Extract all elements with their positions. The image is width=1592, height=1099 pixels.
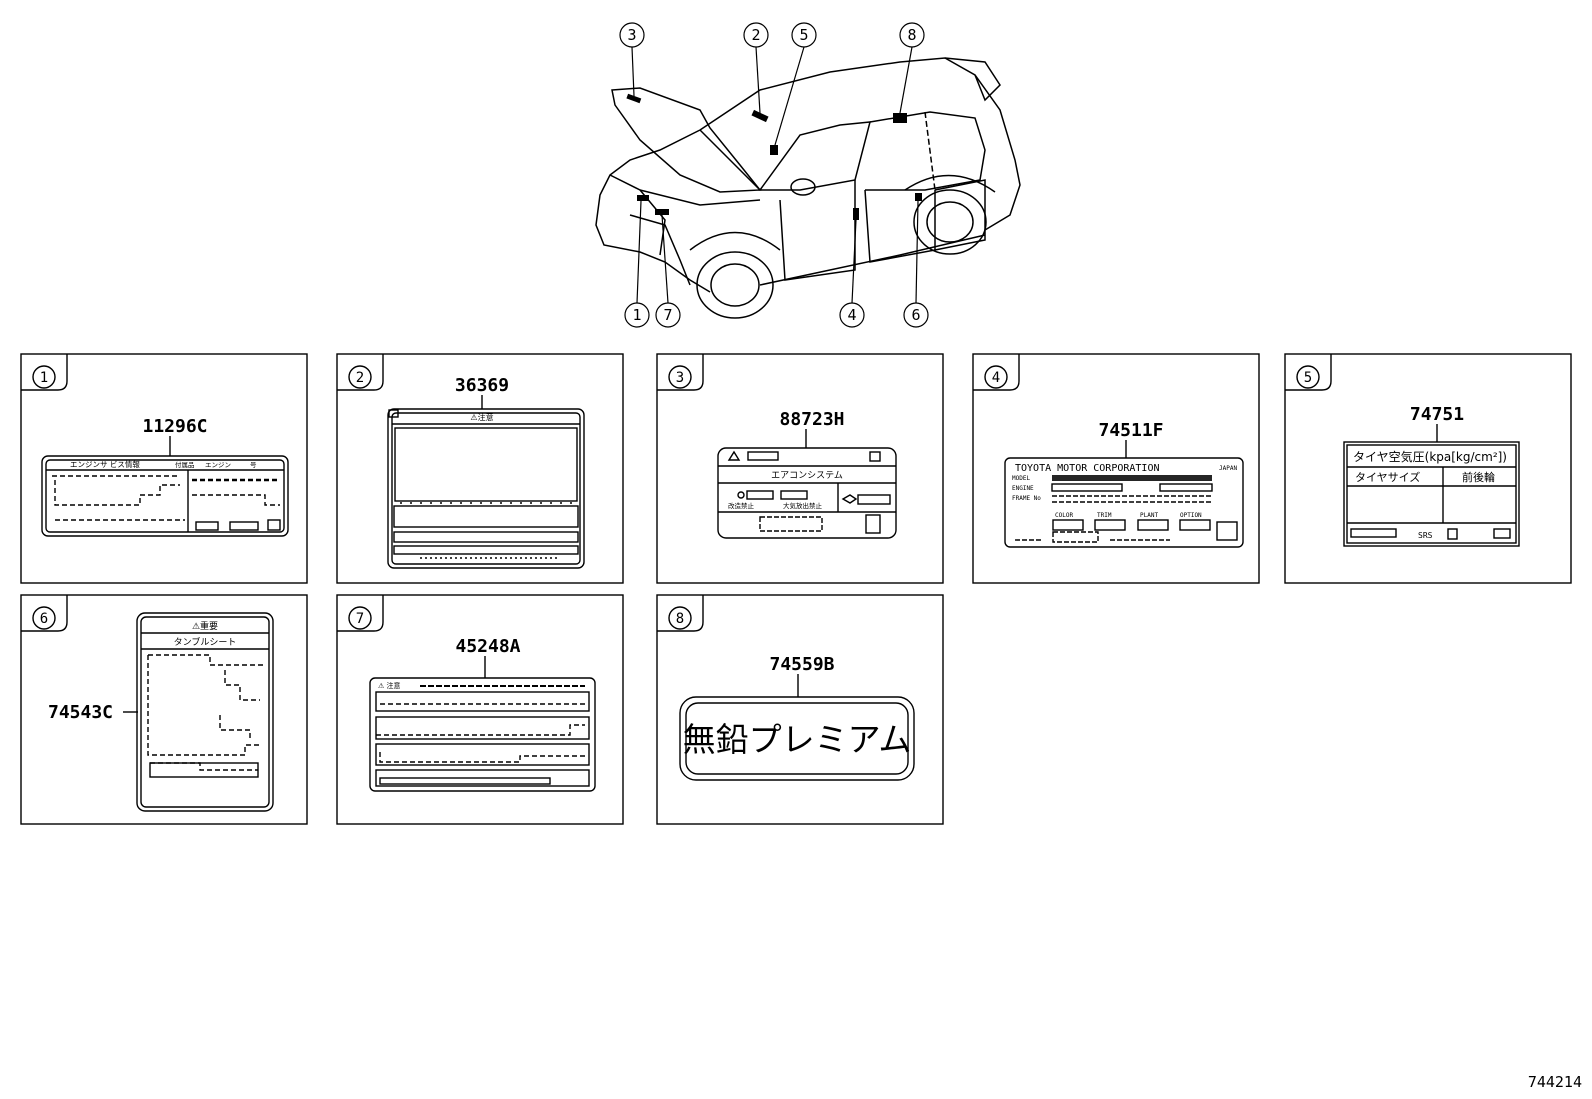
panel-8-index: 8 — [676, 611, 684, 627]
callout-3-circle — [619, 22, 645, 48]
panel-3-no-modify: 改造禁止 — [728, 501, 755, 510]
panel-4-maker: TOYOTA MOTOR CORPORATION — [1015, 463, 1160, 474]
panel-6-important: ⚠重要 — [192, 620, 218, 632]
callout-7-label: 7 — [663, 306, 672, 324]
callout-2-circle — [743, 22, 769, 48]
panel-4-part-number: 74511F — [1098, 420, 1163, 441]
panel-1-header: エンジンサ ビス情報 — [70, 459, 140, 469]
callout-8-circle — [899, 22, 925, 48]
callout-5-label: 5 — [799, 26, 808, 44]
panel-5-part-number: 74751 — [1410, 404, 1464, 425]
panel-1-header-sub1: 付属品 — [175, 460, 195, 469]
panel-7: 7 45248A ⚠ 注意 — [336, 594, 624, 825]
callout-2-label: 2 — [751, 26, 760, 44]
panel-2-caution-heading: ⚠注意 — [470, 412, 493, 422]
panel-4-frame-label: FRAME No — [1012, 495, 1041, 502]
panel-3-no-release: 大気放出禁止 — [783, 501, 823, 510]
panel-6-index: 6 — [40, 611, 48, 627]
callout-1-circle — [624, 302, 650, 328]
panel-8-part-number: 74559B — [769, 654, 834, 675]
panel-1-header-sub2: エンジン — [205, 461, 231, 469]
panel-4-trim-label: TRIM — [1097, 512, 1112, 519]
panel-2-index: 2 — [356, 370, 364, 386]
callout-3-label: 3 — [627, 26, 636, 44]
panel-2: 2 36369 ⚠注意 — [336, 353, 624, 584]
callout-4-circle — [839, 302, 865, 328]
callout-leaders — [631, 46, 919, 304]
callout-5-circle — [791, 22, 817, 48]
panel-4-country: JAPAN — [1219, 465, 1237, 472]
panel-7-part-number: 45248A — [455, 636, 520, 657]
panel-3-title: エアコンシステム — [771, 470, 843, 481]
panel-3-part-number: 88723H — [779, 409, 844, 430]
vehicle-illustration — [595, 57, 1021, 319]
panel-8-premium-unleaded: 無鉛プレミアム — [683, 720, 912, 759]
callout-4-label: 4 — [847, 306, 856, 324]
callout-1-label: 1 — [632, 306, 641, 324]
panel-5-title: タイヤ空気圧(kpa[kg/cm²]) — [1353, 449, 1507, 464]
panel-3: 3 88723H エアコンシステム 改造禁止 大気放出禁止 — [656, 353, 944, 584]
panel-5-front-rear: 前後輪 — [1462, 470, 1495, 484]
panel-3-index: 3 — [676, 370, 684, 386]
panel-1: 1 11296C エンジンサ ビス情報 付属品 エンジン 号 — [20, 353, 308, 584]
panel-4-model-label: MODEL — [1012, 475, 1030, 482]
panel-1-header-sub3: 号 — [250, 461, 257, 469]
panel-1-index: 1 — [40, 370, 48, 386]
panel-6-part-number: 74543C — [48, 702, 113, 723]
panel-5: 5 74751 タイヤ空気圧(kpa[kg/cm²]) タイヤサイズ 前後輪 S… — [1284, 353, 1572, 584]
panel-1-part-number: 11296C — [142, 416, 207, 437]
panel-6: 6 74543C ⚠重要 タンブルシート — [20, 594, 308, 825]
panel-4-engine-label: ENGINE — [1012, 485, 1034, 492]
callout-6-circle — [903, 302, 929, 328]
panel-4-option-label: OPTION — [1180, 512, 1202, 519]
panel-4: 4 74511F TOYOTA MOTOR CORPORATION JAPAN … — [972, 353, 1260, 584]
callout-circles — [619, 22, 929, 328]
callout-7-circle — [655, 302, 681, 328]
panel-5-index: 5 — [1304, 370, 1312, 386]
panel-4-index: 4 — [992, 370, 1000, 386]
callout-8-label: 8 — [907, 26, 916, 44]
panel-8: 8 74559B 無鉛プレミアム — [656, 594, 944, 825]
panel-7-caution-heading: ⚠ 注意 — [378, 681, 401, 690]
panel-2-part-number: 36369 — [455, 375, 509, 396]
page-number: 744214 — [1527, 1073, 1582, 1091]
panel-7-index: 7 — [356, 611, 364, 627]
callout-numbers: 3 2 5 8 1 7 4 6 — [627, 26, 920, 324]
panel-5-srs: SRS — [1418, 531, 1433, 540]
panel-6-tumble-seat: タンブルシート — [174, 636, 237, 648]
panel-5-tire-size: タイヤサイズ — [1355, 470, 1420, 484]
panel-4-color-label: COLOR — [1055, 512, 1073, 519]
panel-4-plant-label: PLANT — [1140, 512, 1158, 519]
callout-6-label: 6 — [911, 306, 920, 324]
